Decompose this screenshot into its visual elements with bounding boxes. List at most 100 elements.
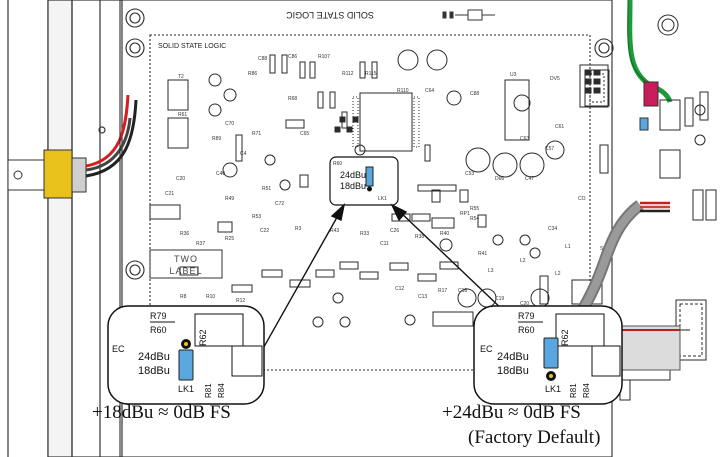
wire-bundle-left	[85, 94, 138, 178]
inset-right-ref-r60: R60	[518, 325, 535, 335]
svg-text:C53: C53	[465, 171, 474, 177]
svg-text:C19: C19	[495, 296, 504, 302]
svg-text:C64: C64	[425, 88, 434, 94]
svg-text:C88: C88	[258, 56, 267, 62]
inset-right-ref-r81: R81	[569, 383, 578, 398]
svg-text:R12: R12	[236, 298, 245, 304]
inset-right-label-24: 24dBu	[497, 351, 529, 363]
svg-text:R10: R10	[206, 294, 215, 300]
svg-text:R60: R60	[333, 161, 342, 167]
center-label-18: 18dBu	[340, 181, 366, 191]
svg-text:R49: R49	[225, 196, 234, 202]
svg-text:C61: C61	[555, 124, 564, 130]
svg-text:D66: D66	[495, 176, 504, 182]
svg-text:R89: R89	[212, 136, 221, 142]
svg-text:T2: T2	[178, 74, 184, 80]
inset-left-label-18: 18dBu	[138, 365, 170, 377]
inset-left-ref-r62: R62	[198, 329, 208, 346]
blue-link-right-edge	[639, 117, 649, 131]
inset-right: R79 R60 R62 EC 24dBu 18dBu LK1 R81 R84	[473, 305, 623, 405]
svg-text:R55: R55	[470, 206, 479, 212]
center-jumper	[365, 166, 374, 187]
board-title-left: SOLID STATE LOGIC	[158, 43, 226, 50]
pcb-board-right	[611, 0, 717, 457]
inset-left-ref-r79: R79	[150, 311, 167, 321]
chassis-left	[7, 0, 123, 457]
svg-text:R41: R41	[478, 251, 487, 257]
caption-right: +24dBu ≈ 0dB FS	[442, 402, 581, 423]
two-label-line1: TWO	[174, 254, 198, 264]
svg-text:R40: R40	[440, 231, 449, 237]
xlr-connector	[7, 149, 87, 199]
svg-text:C70: C70	[225, 121, 234, 127]
svg-text:R33: R33	[360, 231, 369, 237]
svg-text:C18: C18	[458, 288, 467, 294]
inset-right-label-18: 18dBu	[497, 365, 529, 377]
board-title-top: SOLID STATE LOGIC	[286, 10, 374, 20]
svg-text:L2: L2	[555, 271, 561, 277]
green-cable	[627, 0, 673, 107]
svg-text:CO: CO	[578, 196, 586, 202]
inset-right-link: LK1	[545, 384, 561, 394]
inset-right-ref-r79: R79	[518, 311, 535, 321]
inset-right-ref-ec: EC	[480, 344, 493, 354]
inset-right-ref-r62: R62	[560, 329, 570, 346]
svg-text:R53: R53	[252, 214, 261, 220]
svg-text:C11: C11	[380, 241, 389, 247]
jumper-left	[178, 349, 194, 381]
svg-text:R38: R38	[415, 234, 424, 240]
jumper-right	[543, 337, 559, 369]
svg-text:R86: R86	[248, 71, 257, 77]
inset-right-ref-r84: R84	[582, 383, 591, 398]
svg-text:L1: L1	[565, 244, 571, 250]
inset-left-ref-ec: EC	[112, 344, 125, 354]
svg-text:C26: C26	[390, 228, 399, 234]
svg-text:R61: R61	[178, 112, 187, 118]
pointer-arrows	[242, 203, 506, 385]
svg-text:C88: C88	[470, 91, 479, 97]
component-field	[149, 49, 610, 328]
inset-left-ref-r84: R84	[217, 383, 226, 398]
svg-text:R107: R107	[318, 54, 330, 60]
inset-left-link: LK1	[178, 384, 194, 394]
svg-text:C20: C20	[176, 176, 185, 182]
inset-left: R79 R60 R62 EC 24dBu 18dBu LK1 R81 R84	[107, 305, 265, 405]
svg-text:C65: C65	[300, 131, 309, 137]
svg-text:C34: C34	[548, 226, 557, 232]
svg-text:R8: R8	[180, 294, 187, 300]
caption-right-sub: (Factory Default)	[468, 427, 601, 448]
two-label-line2: LABEL	[169, 266, 202, 276]
svg-text:RP1: RP1	[460, 211, 470, 217]
svg-text:R110: R110	[397, 88, 409, 94]
caption-left: +18dBu ≈ 0dB FS	[92, 402, 231, 423]
svg-text:R54: R54	[470, 216, 479, 222]
svg-text:C21: C21	[165, 191, 174, 197]
svg-text:C4: C4	[240, 151, 247, 157]
svg-text:R68: R68	[288, 96, 297, 102]
svg-text:R51: R51	[262, 186, 271, 192]
svg-text:C57: C57	[545, 146, 554, 152]
inset-left-ref-r81: R81	[204, 383, 213, 398]
two-label-box: TWO LABEL	[149, 249, 223, 279]
top-connector	[442, 9, 495, 21]
svg-text:R17: R17	[438, 288, 447, 294]
inset-left-ref-r60: R60	[150, 325, 167, 335]
svg-text:C40: C40	[216, 171, 225, 177]
svg-text:L3: L3	[488, 268, 494, 274]
svg-text:R36: R36	[180, 231, 189, 237]
svg-text:DV5: DV5	[550, 76, 560, 82]
svg-text:R37: R37	[196, 241, 205, 247]
svg-text:L2: L2	[520, 258, 526, 264]
svg-text:C86: C86	[288, 54, 297, 60]
svg-text:C20: C20	[520, 301, 529, 307]
svg-text:C72: C72	[275, 201, 284, 207]
svg-text:U3: U3	[510, 72, 517, 78]
svg-text:C63: C63	[520, 136, 529, 142]
inset-left-label-24: 24dBu	[138, 351, 170, 363]
svg-text:R115: R115	[365, 71, 377, 77]
center-label-24: 24dBu	[340, 170, 366, 180]
svg-text:R71: R71	[252, 131, 261, 137]
svg-text:R3: R3	[295, 226, 302, 232]
